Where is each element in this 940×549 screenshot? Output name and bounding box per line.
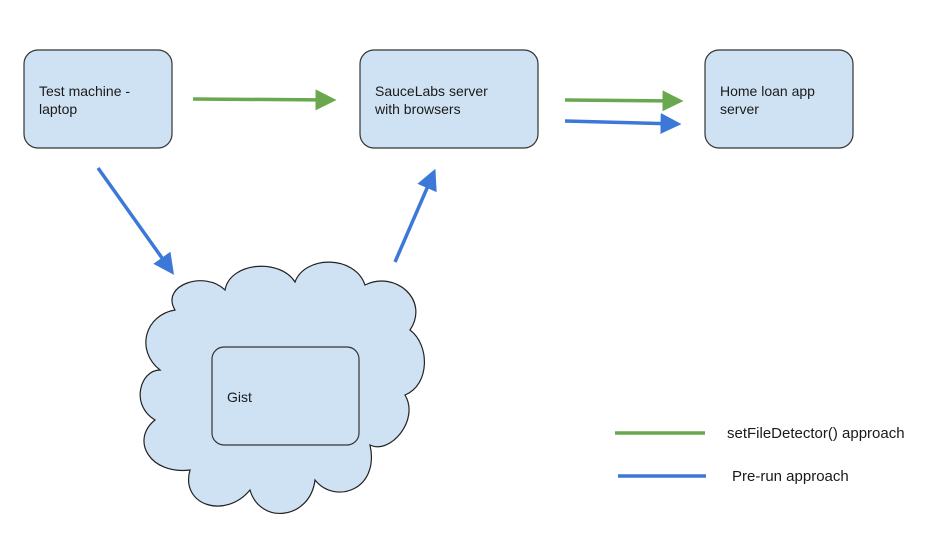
test-machine-label-line2: laptop xyxy=(39,101,77,117)
green-arrow-test-to-saucelabs xyxy=(192,89,337,111)
test-machine-label-line1: Test machine - xyxy=(39,83,130,99)
gist-label: Gist xyxy=(227,389,252,405)
saucelabs-label-line2: with browsers xyxy=(374,101,461,117)
test-machine-box xyxy=(23,49,173,149)
legend-green-label: setFileDetector() approach xyxy=(727,425,905,442)
blue-arrow-saucelabs-to-homeloan xyxy=(564,113,682,135)
home-loan-box xyxy=(704,49,854,149)
svg-text:Home loan app server: Home loan app server xyxy=(720,83,819,117)
legend-blue-label: Pre-run approach xyxy=(732,468,849,485)
legend: setFileDetector() approach Pre-run appro… xyxy=(615,425,905,485)
home-loan-label-line2: server xyxy=(720,101,759,117)
blue-arrow-gist-to-saucelabs xyxy=(393,168,437,263)
saucelabs-box xyxy=(359,49,539,149)
home-loan-label-line1: Home loan app xyxy=(720,83,815,99)
svg-text:Test machine - laptop: Test machine - laptop xyxy=(39,83,134,117)
saucelabs-label-line1: SauceLabs server xyxy=(375,83,488,99)
gist-box xyxy=(211,346,360,446)
svg-text:Gist: Gist xyxy=(227,389,252,405)
green-arrow-saucelabs-to-homeloan xyxy=(564,90,684,112)
svg-text:SauceLabs server with brow: SauceLabs server with browsers xyxy=(374,83,492,117)
blue-arrow-test-to-gist xyxy=(96,166,175,275)
